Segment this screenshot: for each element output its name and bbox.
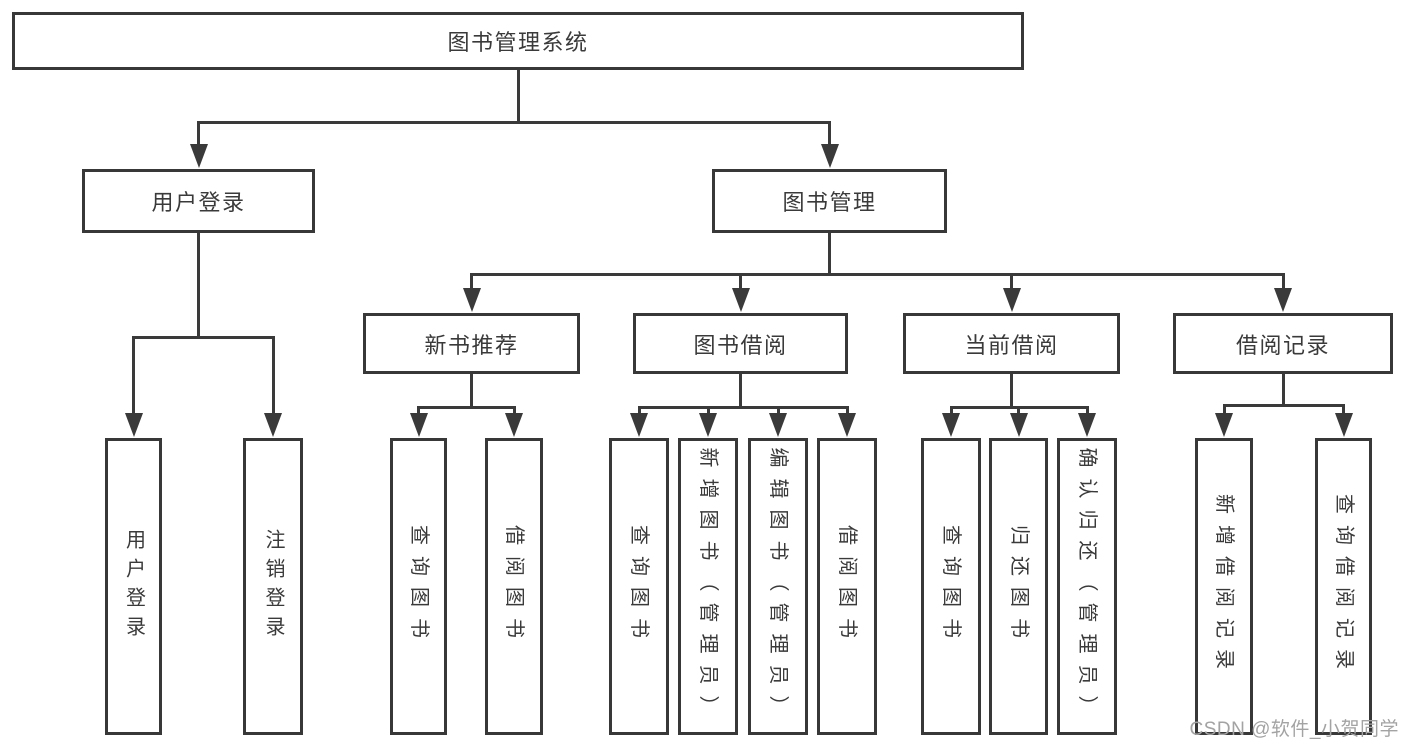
node-book-management-label: 图书管理 <box>782 190 877 215</box>
connector-rail-borrowing-records <box>1222 404 1345 407</box>
node-root: 图书管理系统 <box>12 12 1024 70</box>
connector-drop-add-borrowing-record <box>1222 404 1226 419</box>
connector-drop-borrow-books-borrowing <box>845 406 849 419</box>
connector-drop-query-books-current <box>949 406 953 419</box>
connector-drop-add-books-admin <box>706 406 710 419</box>
connector-rail-book-management <box>470 273 1285 276</box>
arrowhead-icon-borrow-books-borrowing <box>838 413 856 437</box>
connector-drop-book-management <box>828 121 831 150</box>
arrowhead-icon-user-login-action <box>124 413 143 437</box>
connector-rail-root <box>197 121 831 124</box>
connector-drop-borrow-books-recommend <box>512 406 516 419</box>
node-new-book-recommend-label: 新书推荐 <box>424 332 519 358</box>
node-borrow-books-recommend: 借阅图书 <box>485 438 543 735</box>
arrowhead-icon-borrowing-records <box>1274 288 1292 312</box>
arrowhead-icon-query-books-current <box>942 413 960 437</box>
node-root-label: 图书管理系统 <box>447 30 589 55</box>
arrowhead-icon-query-books-borrowing <box>630 413 648 437</box>
node-query-books-current: 查询图书 <box>921 438 981 735</box>
node-query-books-borrowing: 查询图书 <box>609 438 669 735</box>
node-return-books: 归还图书 <box>989 438 1048 735</box>
arrowhead-icon-borrow-books-recommend <box>505 413 523 437</box>
arrowhead-icon-book-management <box>820 144 839 168</box>
node-query-books-current-label: 查询图书 <box>940 524 962 649</box>
arrowhead-icon-logout-action <box>264 413 282 437</box>
arrowhead-icon-user-login <box>189 144 208 168</box>
node-borrow-books-recommend-label: 借阅图书 <box>503 524 525 649</box>
node-query-books-recommend: 查询图书 <box>390 438 447 735</box>
arrowhead-icon-add-borrowing-record <box>1215 413 1233 437</box>
node-add-books-admin-label: 新增图书（管理员） <box>697 447 719 726</box>
connector-drop-query-borrowing-record <box>1342 404 1345 419</box>
node-return-books-label: 归还图书 <box>1007 524 1030 649</box>
node-confirm-return-admin: 确认归还（管理员） <box>1057 438 1117 735</box>
connector-drop-book-borrowing <box>739 273 742 294</box>
connector-drop-return-books <box>1017 406 1020 419</box>
connector-drop-new-book-recommend <box>470 273 473 294</box>
connector-drop-borrowing-records <box>1281 273 1285 294</box>
node-borrow-books-borrowing: 借阅图书 <box>817 438 877 735</box>
connector-stem-borrowing-records <box>1281 374 1285 407</box>
node-book-management: 图书管理 <box>712 169 947 233</box>
node-add-borrowing-record-label: 新增借阅记录 <box>1213 493 1235 680</box>
connector-stem-new-book-recommend <box>470 374 473 409</box>
connector-stem-root <box>516 70 520 124</box>
node-borrowing-records: 借阅记录 <box>1173 313 1393 374</box>
connector-stem-book-borrowing <box>739 374 742 409</box>
connector-drop-logout-action <box>271 336 275 419</box>
arrowhead-icon-query-books-recommend <box>409 413 428 437</box>
arrowhead-icon-confirm-return-admin <box>1078 413 1096 437</box>
node-add-books-admin: 新增图书（管理员） <box>678 438 738 735</box>
connector-rail-new-book-recommend <box>417 406 516 409</box>
node-user-login-action: 用户登录 <box>105 438 162 735</box>
node-book-borrowing-label: 图书借阅 <box>693 332 788 358</box>
node-borrowing-records-label: 借阅记录 <box>1235 332 1330 358</box>
node-book-borrowing: 图书借阅 <box>633 313 848 374</box>
connector-drop-query-books-recommend <box>417 406 420 419</box>
arrowhead-icon-book-borrowing <box>731 288 750 312</box>
node-query-books-borrowing-label: 查询图书 <box>628 524 650 649</box>
connector-rail-user-login <box>132 336 275 339</box>
arrowhead-icon-query-borrowing-record <box>1334 413 1353 437</box>
node-user-login-label: 用户登录 <box>151 190 246 215</box>
connector-rail-book-borrowing <box>637 406 849 409</box>
node-confirm-return-admin-label: 确认归还（管理员） <box>1076 447 1098 726</box>
node-user-login: 用户登录 <box>82 169 315 233</box>
node-current-borrowing-label: 当前借阅 <box>964 332 1059 358</box>
node-current-borrowing: 当前借阅 <box>903 313 1120 374</box>
arrowhead-icon-current-borrowing <box>1002 288 1021 312</box>
connector-stem-current-borrowing <box>1010 374 1013 409</box>
csdn-watermark: CSDN @软件_小贺同学 <box>1189 719 1399 740</box>
node-edit-books-admin: 编辑图书（管理员） <box>748 438 808 735</box>
arrowhead-icon-new-book-recommend <box>462 288 481 312</box>
node-edit-books-admin-label: 编辑图书（管理员） <box>767 447 789 726</box>
connector-drop-query-books-borrowing <box>637 406 641 419</box>
connector-stem-user-login <box>197 233 200 339</box>
node-borrow-books-borrowing-label: 借阅图书 <box>836 524 858 649</box>
node-query-borrowing-record-label: 查询借阅记录 <box>1332 493 1355 680</box>
connector-drop-user-login <box>197 121 200 150</box>
connector-stem-book-management <box>828 233 831 276</box>
node-user-login-action-label: 用户登录 <box>122 528 145 645</box>
node-logout-action: 注销登录 <box>243 438 303 735</box>
node-logout-action-label: 注销登录 <box>262 528 284 645</box>
arrowhead-icon-edit-books-admin <box>769 413 787 437</box>
node-query-books-recommend-label: 查询图书 <box>407 524 430 649</box>
node-query-borrowing-record: 查询借阅记录 <box>1315 438 1372 735</box>
node-new-book-recommend: 新书推荐 <box>363 313 580 374</box>
connector-drop-current-borrowing <box>1010 273 1013 294</box>
connector-drop-edit-books-admin <box>776 406 780 419</box>
connector-drop-confirm-return-admin <box>1085 406 1089 419</box>
connector-drop-user-login-action <box>132 336 135 419</box>
arrowhead-icon-return-books <box>1009 413 1028 437</box>
node-add-borrowing-record: 新增借阅记录 <box>1195 438 1253 735</box>
arrowhead-icon-add-books-admin <box>699 413 717 437</box>
